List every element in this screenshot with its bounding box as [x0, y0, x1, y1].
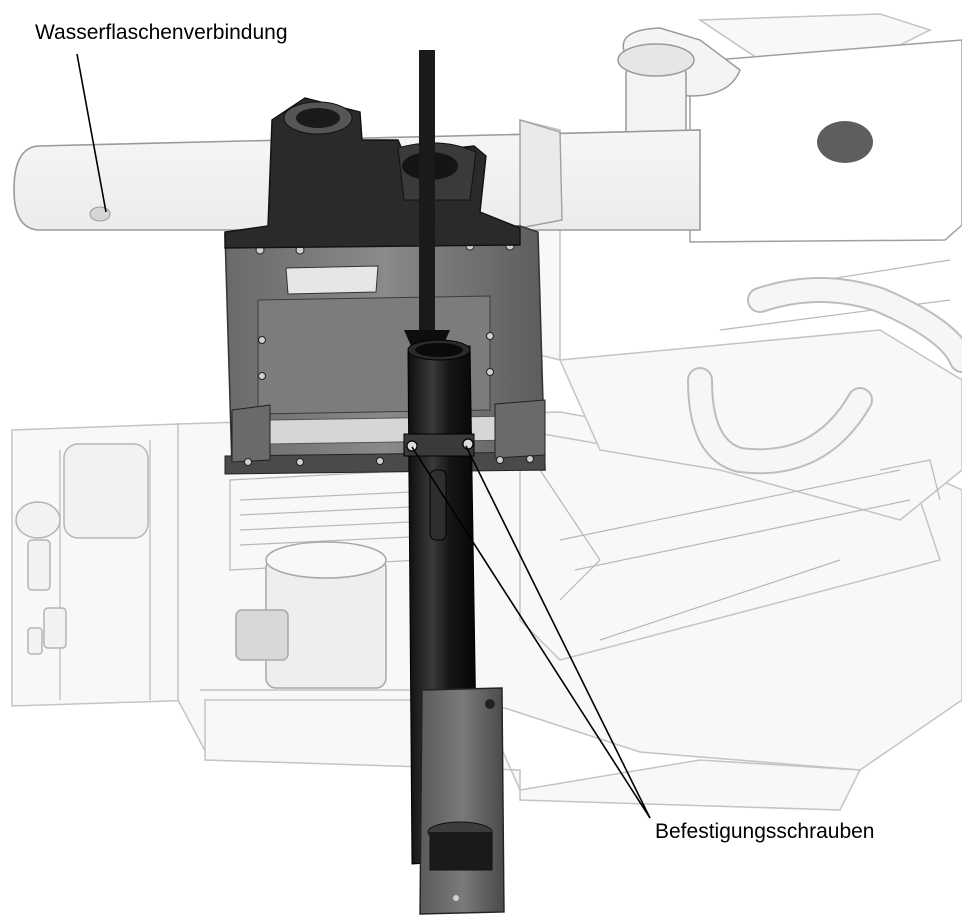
callout-water-bottle-connection: Wasserflaschenverbindung — [35, 21, 288, 44]
leader-line-screw-right — [465, 445, 651, 819]
callout-fastening-screws: Befestigungsschrauben — [655, 820, 875, 843]
base-plate — [419, 687, 505, 915]
leader-lines — [76, 53, 651, 819]
tubes-ghost-inner — [689, 279, 962, 473]
motor-ghost — [235, 541, 387, 689]
mount-frame — [224, 225, 546, 475]
left-components-ghost — [15, 443, 149, 655]
leader-line-water — [76, 53, 107, 213]
housing-detail-lines — [59, 259, 951, 700]
tray-plate — [689, 39, 962, 243]
leader-line-screw-left — [411, 446, 651, 819]
